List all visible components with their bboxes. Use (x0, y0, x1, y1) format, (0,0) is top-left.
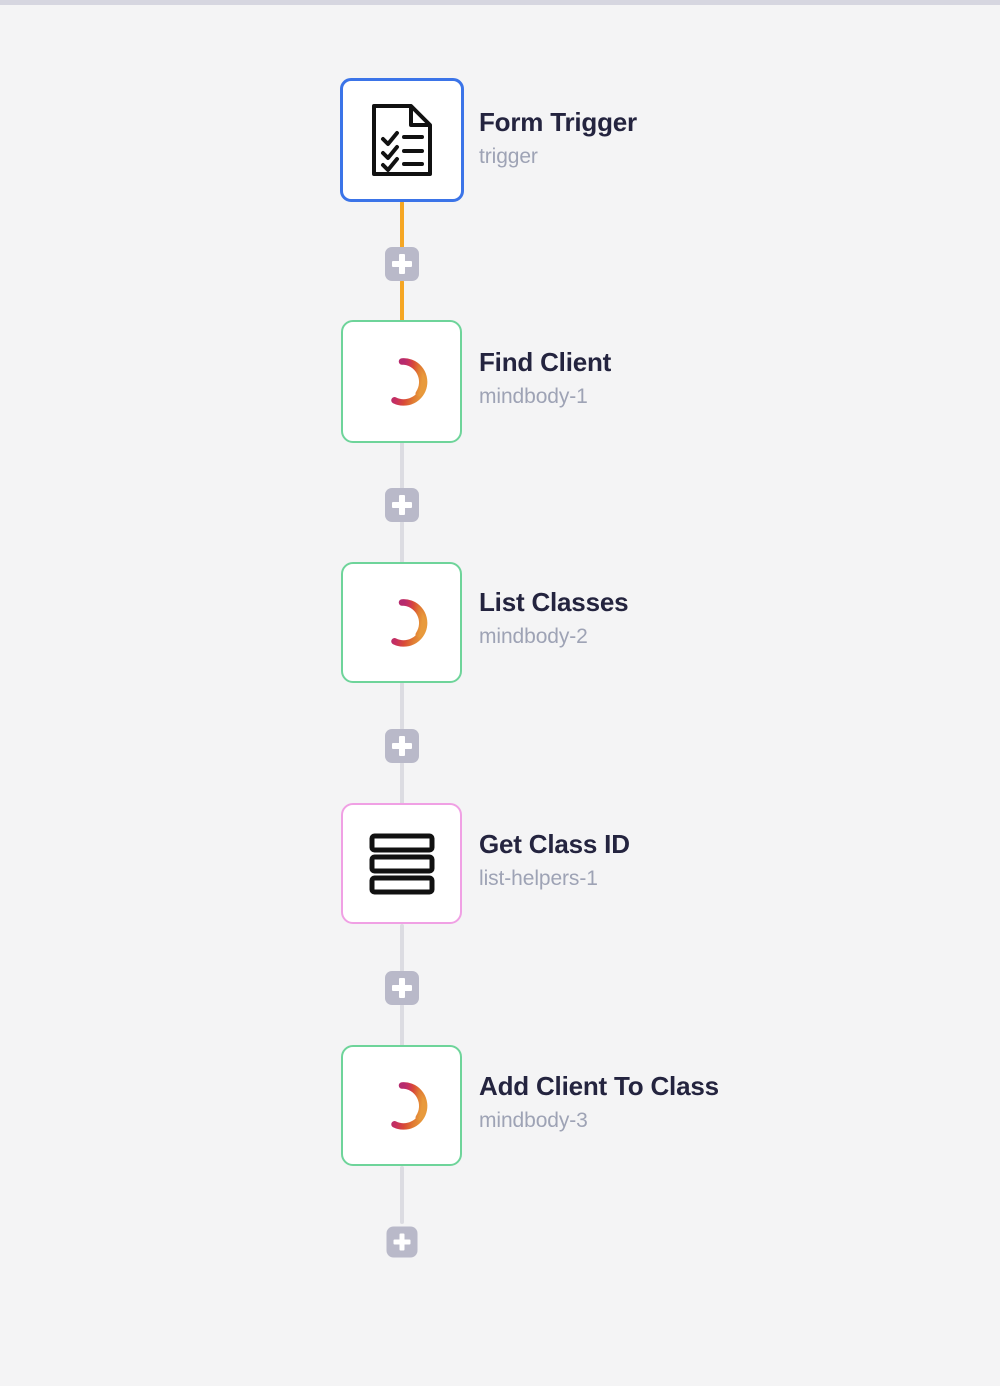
plus-icon-vertical (399, 978, 405, 998)
node-form-trigger[interactable] (340, 78, 464, 202)
mindbody-ring-icon (375, 355, 429, 409)
node-subtitle: trigger (479, 145, 538, 169)
edge-find-client-to-list-classes-upper (400, 441, 404, 490)
node-get-class-id[interactable] (341, 803, 462, 924)
node-add-client-to-class[interactable] (341, 1045, 462, 1166)
node-title: List Classes (479, 587, 629, 618)
node-label-find-client: Find Client mindbody-1 (479, 340, 611, 418)
node-title: Get Class ID (479, 829, 630, 860)
edge-trigger-to-find-client-lower (400, 280, 404, 322)
edge-list-classes-to-get-class-id-upper (400, 682, 404, 730)
node-label-add-client-to-class: Add Client To Class mindbody-3 (479, 1064, 719, 1142)
add-node-button-after-form-trigger[interactable] (385, 247, 419, 281)
node-subtitle: mindbody-3 (479, 1109, 588, 1133)
node-title: Add Client To Class (479, 1071, 719, 1102)
node-subtitle: mindbody-2 (479, 625, 588, 649)
node-title: Find Client (479, 347, 612, 378)
top-edge-strip (0, 0, 1000, 5)
list-bars-icon (369, 833, 435, 895)
edge-find-client-to-list-classes-lower (400, 521, 404, 565)
node-label-list-classes: List Classes mindbody-2 (479, 580, 629, 658)
edge-get-class-id-to-add-client-upper (400, 924, 404, 972)
node-find-client[interactable] (341, 320, 462, 443)
edge-trigger-to-find-client-upper (400, 201, 404, 249)
node-label-form-trigger: Form Trigger trigger (479, 100, 637, 178)
add-node-button-after-list-classes[interactable] (385, 729, 419, 763)
plus-icon-vertical (399, 1233, 405, 1251)
add-node-button-end-of-workflow[interactable] (386, 1226, 418, 1258)
edge-get-class-id-to-add-client-lower (400, 1004, 404, 1048)
plus-icon-vertical (399, 254, 405, 274)
node-title: Form Trigger (479, 107, 637, 138)
node-label-get-class-id: Get Class ID list-helpers-1 (479, 822, 630, 900)
node-subtitle: mindbody-1 (479, 385, 588, 409)
node-subtitle: list-helpers-1 (479, 867, 598, 891)
mindbody-ring-icon (375, 596, 429, 650)
add-node-button-after-get-class-id[interactable] (385, 971, 419, 1005)
plus-icon-vertical (399, 736, 405, 756)
plus-icon-vertical (399, 495, 405, 515)
mindbody-ring-icon (375, 1079, 429, 1133)
edge-list-classes-to-get-class-id-lower (400, 762, 404, 806)
add-node-button-after-find-client[interactable] (385, 488, 419, 522)
form-document-checklist-icon (371, 103, 433, 177)
edge-add-client-to-end (400, 1166, 404, 1224)
node-list-classes[interactable] (341, 562, 462, 683)
